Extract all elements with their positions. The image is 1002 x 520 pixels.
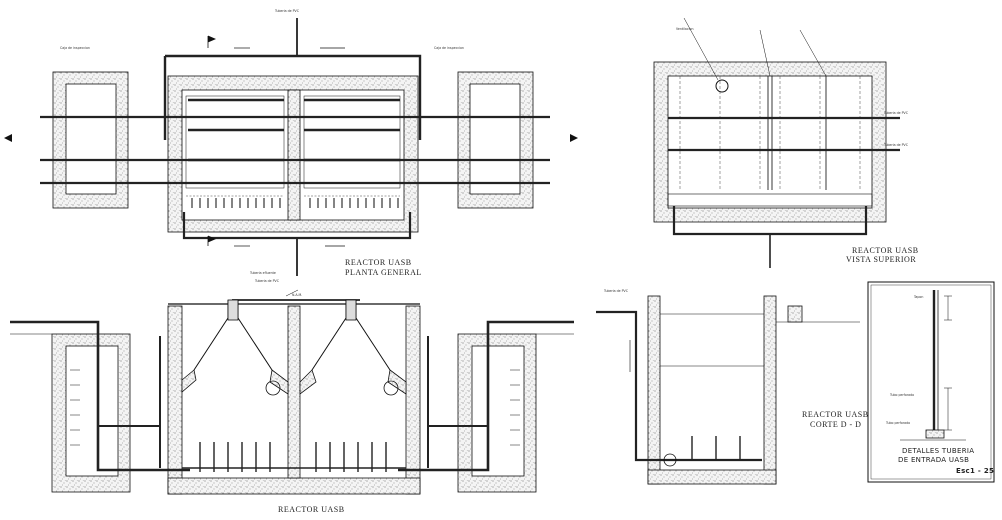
svg-text:Caja de inspeccion: Caja de inspeccion xyxy=(60,46,90,50)
detail-box: Tapon Tubo perforado Tubo perforado xyxy=(867,281,995,483)
main-section-title: REACTOR UASB xyxy=(278,505,345,514)
svg-text:Tubo perforado: Tubo perforado xyxy=(885,421,910,425)
svg-text:Tuberia de PVC: Tuberia de PVC xyxy=(274,9,300,13)
section-dd-subtitle: CORTE D - D xyxy=(810,420,862,429)
detail-title: DETALLES TUBERIA xyxy=(902,447,975,455)
svg-text:Tuberia de PVC: Tuberia de PVC xyxy=(603,289,629,293)
svg-text:Caja de inspeccion: Caja de inspeccion xyxy=(434,46,464,50)
top-view-title: REACTOR UASB xyxy=(852,246,919,255)
svg-text:Ventilacion: Ventilacion xyxy=(676,27,694,31)
top-view-subtitle: VISTA SUPERIOR xyxy=(846,255,917,264)
svg-text:Tuberia de PVC: Tuberia de PVC xyxy=(883,111,909,115)
svg-text:N.A.M.: N.A.M. xyxy=(292,293,302,297)
detail-scale: Esc1 - 25 xyxy=(956,467,995,475)
svg-text:Tuberia de PVC: Tuberia de PVC xyxy=(254,279,280,283)
section-dd-title: REACTOR UASB xyxy=(802,410,869,419)
plan-view: Tuberia de PVC Caja de inspeccion Caja d… xyxy=(4,9,578,276)
main-section-view: Tuberia de PVC N.A.M. xyxy=(10,279,574,495)
section-dd-view: Tuberia de PVC xyxy=(596,289,860,485)
plan-subtitle: PLANTA GENERAL xyxy=(345,268,422,277)
svg-text:Tubo perforado: Tubo perforado xyxy=(889,393,914,397)
detail-subtitle: DE ENTRADA UASB xyxy=(898,456,970,464)
svg-text:Tapon: Tapon xyxy=(913,295,923,299)
plan-title: REACTOR UASB xyxy=(345,258,412,267)
top-view: Ventilacion Tuberia de PVC Tuberia de PV… xyxy=(653,17,909,268)
svg-text:Tuberia efluente: Tuberia efluente xyxy=(249,271,276,275)
svg-text:Tuberia de PVC: Tuberia de PVC xyxy=(883,143,909,147)
